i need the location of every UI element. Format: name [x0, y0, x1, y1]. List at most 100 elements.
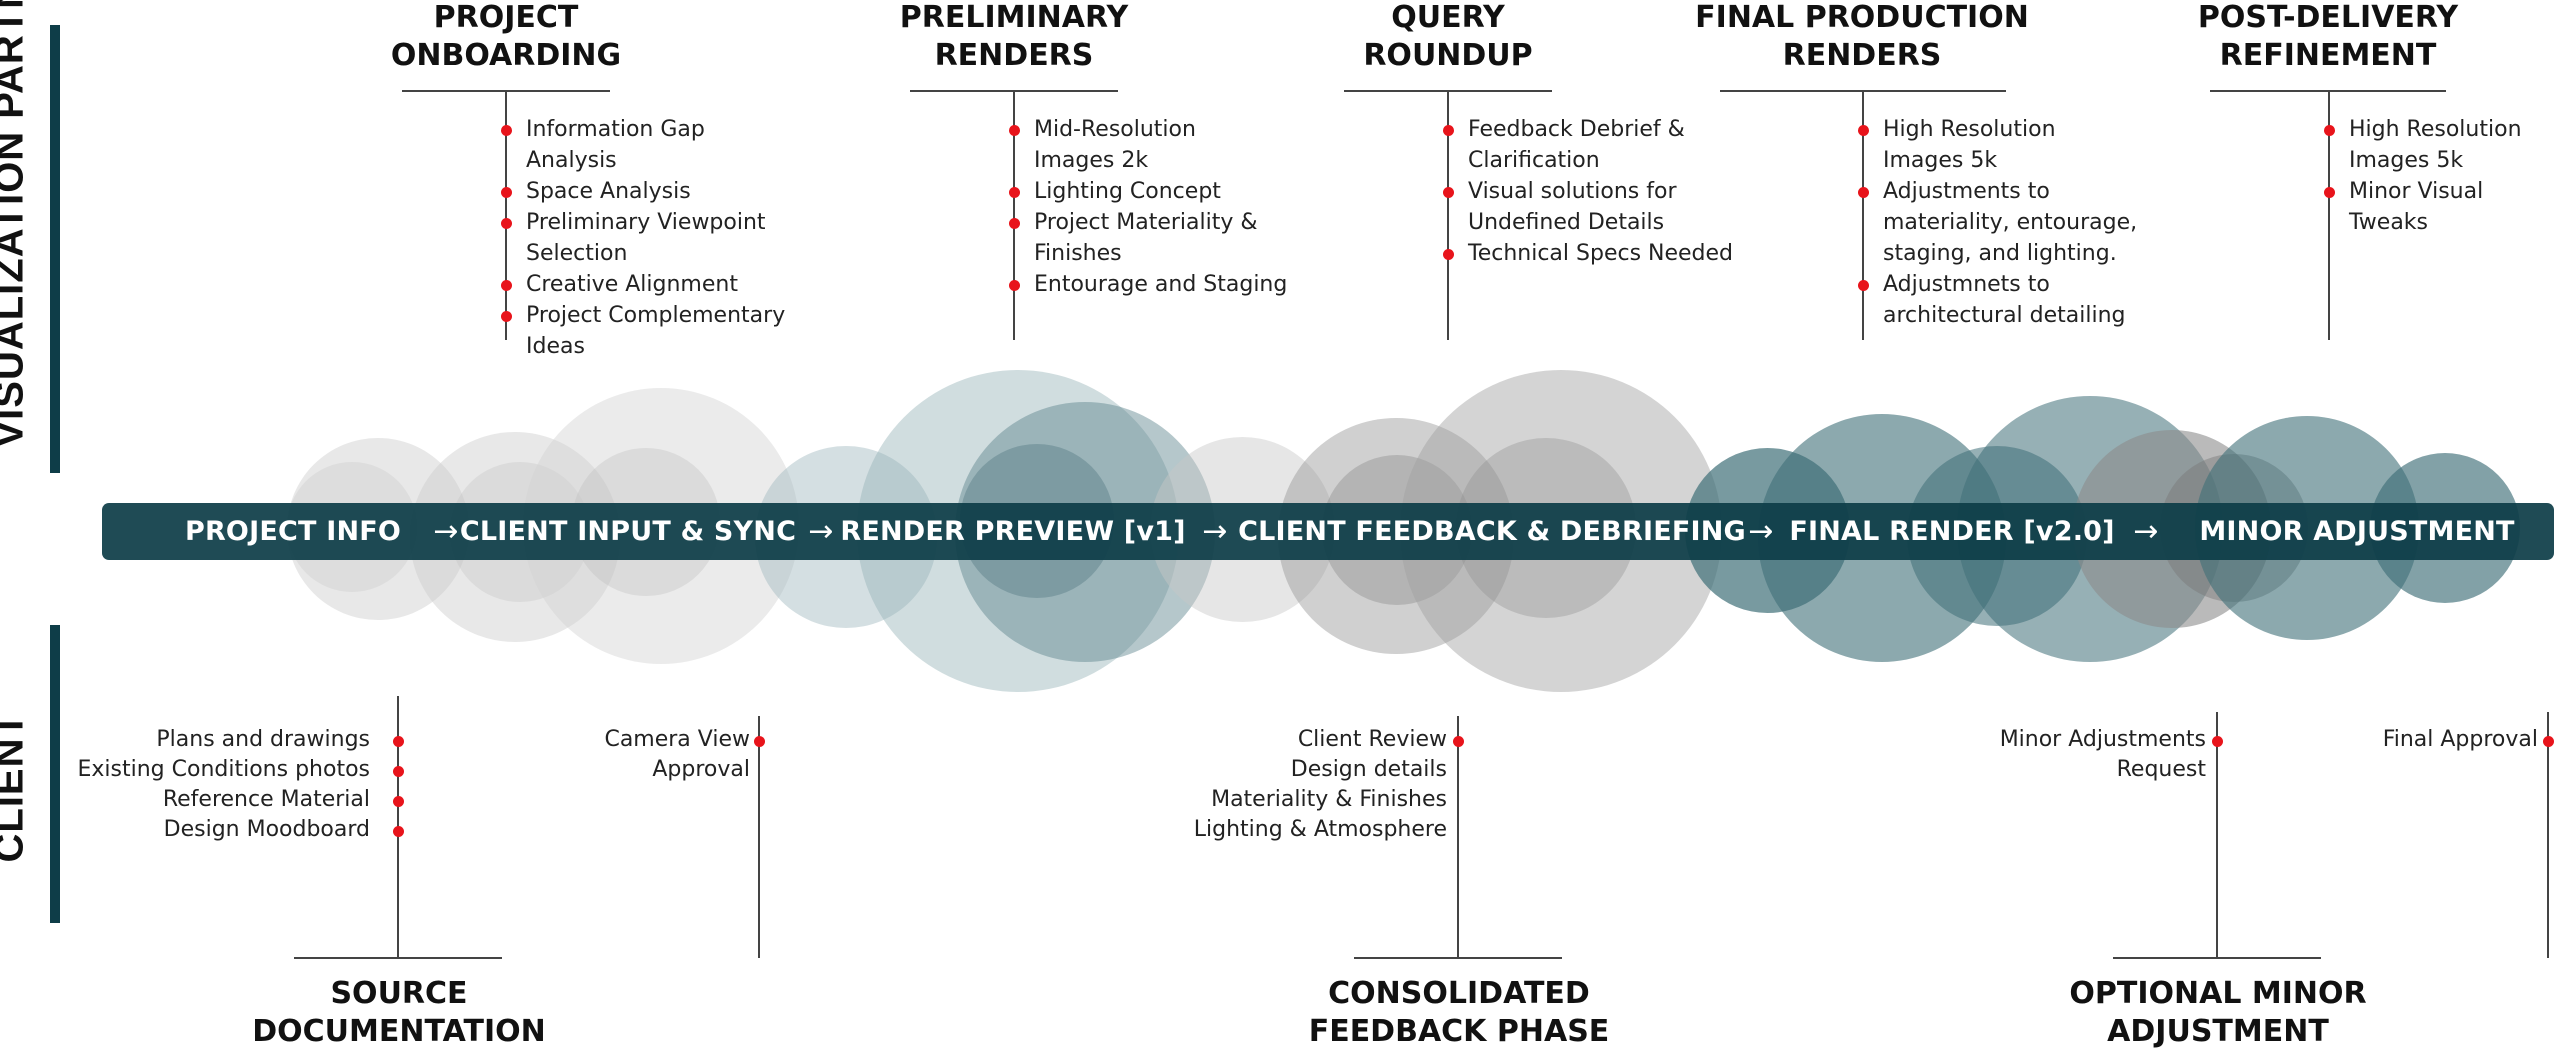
- client-label: CLIENT: [0, 712, 32, 863]
- connector-line: [505, 90, 507, 340]
- phase-title-line: PROJECT: [433, 0, 579, 35]
- connector-line: [2547, 712, 2549, 958]
- phase-title-line: CONSOLIDATED: [1328, 976, 1590, 1011]
- step-project-info: PROJECT INFO: [184, 516, 402, 547]
- item-line: Images 5k: [1883, 148, 1998, 173]
- item-line: Images 2k: [1034, 148, 1149, 173]
- connector-line: [758, 716, 760, 958]
- connector-line: [2328, 90, 2330, 340]
- bullet-dot: [501, 280, 512, 291]
- item-line: Camera View: [604, 727, 750, 752]
- arrow-icon: →: [1748, 514, 1774, 549]
- arrow-icon: →: [808, 514, 834, 549]
- bullet-dot: [2324, 125, 2335, 136]
- phase-title-line: ROUNDUP: [1363, 38, 1533, 73]
- bullet-dot: [754, 736, 765, 747]
- visualization-partner-label: VISUALIZATION PARTNER: [0, 0, 32, 448]
- item-text: Plans and drawings Existing Conditions p…: [78, 725, 371, 845]
- bullet-dot: [1443, 125, 1454, 136]
- phase-title: OPTIONAL MINOR ADJUSTMENT: [2069, 975, 2366, 1051]
- item-line: Plans and drawings: [156, 727, 370, 752]
- item-line: High Resolution: [1883, 117, 2056, 142]
- item-line: Project Complementary: [526, 303, 786, 328]
- item-text: Information Gap Analysis Space Analysis …: [526, 114, 785, 362]
- bullet-dot: [501, 311, 512, 322]
- arrow-icon: →: [433, 514, 459, 549]
- item-line: Minor Adjustments: [1999, 727, 2206, 752]
- timeline-bar: [102, 503, 2554, 560]
- phase-title-line: FEEDBACK PHASE: [1308, 1014, 1610, 1049]
- item-line: materiality, entourage,: [1883, 210, 2138, 235]
- bullet-dot: [1009, 280, 1020, 291]
- item-line: Creative Alignment: [526, 272, 738, 297]
- phase-title: QUERY ROUNDUP: [1363, 0, 1532, 75]
- phase-title: PROJECT ONBOARDING: [391, 0, 621, 75]
- phase-title-line: ADJUSTMENT: [2107, 1014, 2329, 1049]
- item-line: High Resolution: [2349, 117, 2522, 142]
- item-line: Project Materiality &: [1034, 210, 1258, 235]
- divider-line: [294, 957, 502, 959]
- phase-title-line: ONBOARDING: [390, 38, 622, 73]
- bullet-dot: [393, 826, 404, 837]
- connector-line: [1862, 90, 1864, 340]
- item-line: Adjustments to: [1883, 179, 2050, 204]
- item-text: High Resolution Images 5k Adjustments to…: [1883, 114, 2137, 331]
- phase-title-line: DOCUMENTATION: [252, 1014, 546, 1049]
- bullet-dot: [393, 736, 404, 747]
- item-line: Visual solutions for: [1468, 179, 1677, 204]
- bullet-dot: [501, 125, 512, 136]
- step-render-preview: RENDER PREVIEW [v1]: [840, 516, 1186, 547]
- bullet-dot: [501, 187, 512, 198]
- phase-title-line: OPTIONAL MINOR: [2069, 976, 2367, 1011]
- phase-title: CONSOLIDATED FEEDBACK PHASE: [1309, 975, 1610, 1051]
- bullet-dot: [2543, 736, 2554, 747]
- bullet-dot: [2212, 736, 2223, 747]
- item-line: Selection: [526, 241, 628, 266]
- item-line: Ideas: [526, 334, 585, 359]
- phase-title-line: PRELIMINARY: [899, 0, 1129, 35]
- phase-title: PRELIMINARY RENDERS: [900, 0, 1128, 75]
- connector-line: [1457, 716, 1459, 958]
- item-line: Design Moodboard: [163, 817, 370, 842]
- bullet-dot: [1858, 187, 1869, 198]
- item-line: Technical Specs Needed: [1468, 241, 1734, 266]
- bullet-dot: [501, 218, 512, 229]
- top-side-bar: [50, 25, 60, 473]
- item-text: Minor Adjustments Request: [2000, 725, 2206, 785]
- step-client-input-sync: CLIENT INPUT & SYNC: [459, 516, 797, 547]
- item-line: Lighting & Atmosphere: [1193, 817, 1447, 842]
- item-line: Lighting Concept: [1034, 179, 1221, 204]
- phase-title: FINAL PRODUCTION RENDERS: [1695, 0, 2029, 75]
- item-line: Space Analysis: [526, 179, 691, 204]
- item-text: Client Review Design details Materiality…: [1194, 725, 1447, 845]
- item-line: Entourage and Staging: [1034, 272, 1288, 297]
- item-line: Request: [2116, 757, 2206, 782]
- bullet-dot: [393, 766, 404, 777]
- step-client-feedback: CLIENT FEEDBACK & DEBRIEFING: [1238, 516, 1746, 547]
- item-line: Images 5k: [2349, 148, 2464, 173]
- item-line: Preliminary Viewpoint: [526, 210, 766, 235]
- arrow-icon: →: [1202, 514, 1228, 549]
- item-line: Approval: [652, 757, 750, 782]
- connector-line: [1013, 90, 1015, 340]
- step-final-render: FINAL RENDER [v2.0]: [1789, 516, 2115, 547]
- item-text: Final Approval: [2383, 725, 2538, 755]
- item-line: Design details: [1290, 757, 1447, 782]
- connector-line: [1447, 90, 1449, 340]
- phase-title-line: SOURCE: [330, 976, 468, 1011]
- phase-title-line: POST-DELIVERY: [2197, 0, 2459, 35]
- item-line: Adjustmnets to: [1883, 272, 2050, 297]
- bullet-dot: [1858, 280, 1869, 291]
- phase-title-line: REFINEMENT: [2219, 38, 2437, 73]
- item-line: architectural detailing: [1883, 303, 2126, 328]
- item-line: Information Gap: [526, 117, 705, 142]
- item-line: Finishes: [1034, 241, 1122, 266]
- item-line: staging, and lighting.: [1883, 241, 2117, 266]
- divider-line: [1354, 957, 1562, 959]
- item-line: Materiality & Finishes: [1211, 787, 1447, 812]
- phase-title-line: RENDERS: [934, 38, 1094, 73]
- item-text: Camera View Approval: [604, 725, 750, 785]
- item-text: High Resolution Images 5k Minor Visual T…: [2349, 114, 2560, 238]
- item-line: Minor Visual Tweaks: [2349, 179, 2484, 235]
- bullet-dot: [393, 796, 404, 807]
